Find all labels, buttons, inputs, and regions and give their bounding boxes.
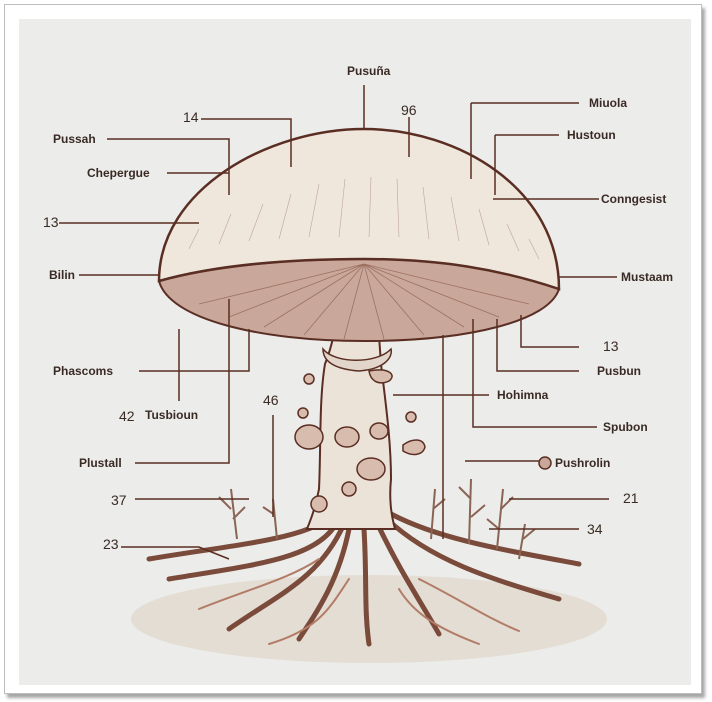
label-top: Pusuña	[347, 65, 390, 77]
illustration-frame: Pusuña 14 96 Miuola Pussah Hustoun Chepe…	[4, 4, 702, 694]
label-23: 23	[103, 537, 119, 551]
label-21: 21	[623, 491, 639, 505]
label-chepergue: Chepergue	[87, 167, 150, 179]
label-phascoms: Phascoms	[53, 365, 113, 377]
mushroom-illustration	[19, 19, 691, 685]
label-bilin: Bilin	[49, 269, 75, 281]
pushrolin-marker	[539, 457, 551, 469]
label-13-top: 13	[43, 215, 59, 229]
label-96: 96	[401, 103, 417, 117]
illustration-paper: Pusuña 14 96 Miuola Pussah Hustoun Chepe…	[19, 19, 691, 685]
label-46: 46	[263, 393, 279, 407]
label-mustaam: Mustaam	[621, 271, 673, 283]
label-conngesist: Conngesist	[601, 193, 666, 205]
label-tusbioun: Tusbioun	[145, 409, 198, 421]
label-pusbun: Pusbun	[597, 365, 641, 377]
label-14: 14	[183, 110, 199, 124]
label-spubon: Spubon	[603, 421, 648, 433]
label-pussah: Pussah	[53, 133, 96, 145]
label-hohimna: Hohimna	[497, 389, 548, 401]
label-plustall: Plustall	[79, 457, 122, 469]
label-42: 42	[119, 409, 135, 423]
label-pushrolin: Pushrolin	[555, 457, 610, 469]
label-13-right: 13	[603, 339, 619, 353]
label-37: 37	[111, 493, 127, 507]
label-34: 34	[587, 522, 603, 536]
label-hustoun: Hustoun	[567, 129, 616, 141]
label-miuola: Miuola	[589, 97, 627, 109]
